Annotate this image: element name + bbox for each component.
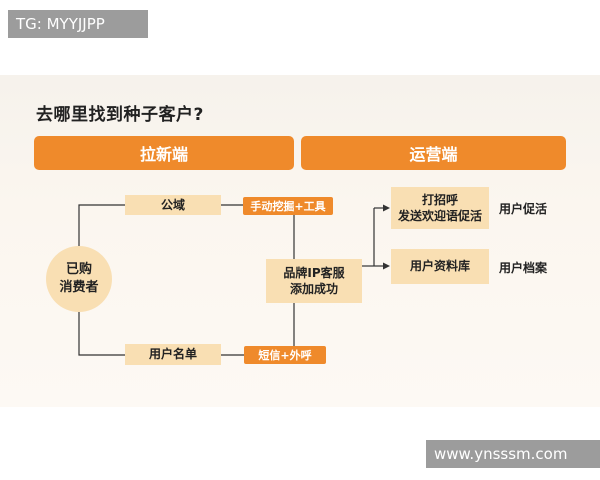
circle-label: 已购 消费者 [59, 261, 99, 295]
pill-sms-call: 短信+外呼 [244, 346, 326, 364]
pill-manual-tools-label: 手动挖掘+工具 [250, 200, 326, 213]
node-user-list: 用户名单 [125, 344, 221, 365]
node-public-domain: 公域 [125, 195, 221, 215]
watermark-bottom: www.ynsssm.com [426, 440, 600, 468]
label-user-promote: 用户促活 [499, 202, 548, 216]
line-circle-to-public [78, 204, 125, 246]
tab-acquisition: 拉新端 [34, 136, 294, 170]
node-user-database-label: 用户资料库 [409, 259, 470, 274]
watermark-top: TG: MYYJJPP [8, 10, 148, 38]
pill-manual-tools: 手动挖掘+工具 [243, 197, 333, 215]
node-user-list-label: 用户名单 [148, 347, 197, 362]
line-circle-to-userlist [78, 312, 125, 356]
tab-acquisition-label: 拉新端 [139, 145, 188, 164]
node-greeting: 打招呼 发送欢迎语促活 [391, 187, 489, 229]
node-public-domain-label: 公域 [160, 197, 185, 212]
label-user-archive: 用户档案 [499, 261, 548, 275]
arrow-to-userdb [383, 262, 390, 270]
arrow-to-greet [383, 204, 390, 212]
watermark-bottom-text: www.ynsssm.com [434, 445, 568, 463]
circle-existing-customers: 已购 消费者 [46, 246, 112, 312]
node-brand-service: 品牌IP客服 添加成功 [266, 259, 362, 303]
tab-operation: 运营端 [301, 136, 566, 170]
tab-operation-label: 运营端 [409, 145, 458, 164]
watermark-top-text: TG: MYYJJPP [16, 15, 105, 33]
node-greeting-label: 打招呼 发送欢迎语促活 [397, 192, 482, 223]
node-user-database: 用户资料库 [391, 249, 489, 284]
node-brand-service-label: 品牌IP客服 添加成功 [283, 265, 345, 296]
pill-sms-call-label: 短信+外呼 [258, 349, 312, 362]
diagram-title: 去哪里找到种子客户? [36, 105, 204, 125]
